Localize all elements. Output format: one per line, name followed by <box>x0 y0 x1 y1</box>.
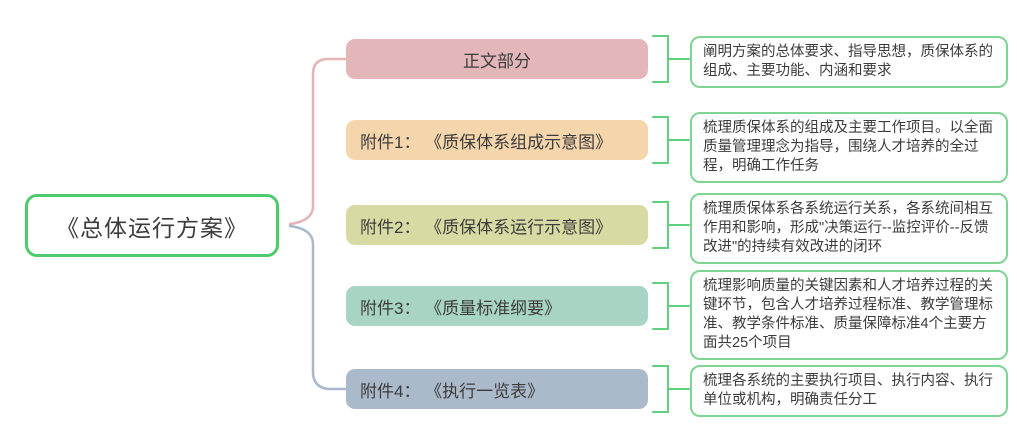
bracket-row-attachment-2 <box>652 201 690 249</box>
description-text: 梳理质保体系各系统运行关系，各系统间相互作用和影响，形成"决策运行--监控评价-… <box>703 201 993 255</box>
branch-node-label: 附件4： 《执行一览表》 <box>360 381 545 401</box>
bracket-row-main-text <box>652 35 690 83</box>
branch-node-main-text[interactable]: 正文部分 <box>346 39 648 79</box>
description-text: 梳理质保体系的组成及主要工作项目。以全面质量管理理念为指导，围绕人才培养的全过程… <box>703 120 993 174</box>
branch-node-label: 附件1： 《质保体系组成示意图》 <box>360 132 613 152</box>
branch-node-attachment-1[interactable]: 附件1： 《质保体系组成示意图》 <box>346 120 648 160</box>
branch-node-attachment-4[interactable]: 附件4： 《执行一览表》 <box>346 369 648 409</box>
description-node-attachment-3[interactable]: 梳理影响质量的关键因素和人才培养过程的关键环节，包含人才培养过程标准、教学管理标… <box>690 270 1008 360</box>
branch-node-attachment-2[interactable]: 附件2： 《质保体系运行示意图》 <box>346 205 648 245</box>
root-node[interactable]: 《总体运行方案》 <box>25 194 279 257</box>
branch-node-label: 附件2： 《质保体系运行示意图》 <box>360 217 613 237</box>
bracket-row-attachment-4 <box>652 365 690 413</box>
description-text: 梳理影响质量的关键因素和人才培养过程的关键环节，包含人才培养过程标准、教学管理标… <box>703 278 993 351</box>
description-text: 梳理各系统的主要执行项目、执行内容、执行单位或机构，明确责任分工 <box>703 373 993 408</box>
description-text: 阐明方案的总体要求、指导思想，质保体系的组成、主要功能、内涵和要求 <box>703 44 993 79</box>
description-node-attachment-1[interactable]: 梳理质保体系的组成及主要工作项目。以全面质量管理理念为指导，围绕人才培养的全过程… <box>690 112 1008 183</box>
branch-node-label: 附件3： 《质量标准纲要》 <box>360 298 562 318</box>
description-node-main-text[interactable]: 阐明方案的总体要求、指导思想，质保体系的组成、主要功能、内涵和要求 <box>690 36 1008 88</box>
root-node-label: 《总体运行方案》 <box>56 214 248 241</box>
brace-upper-connector <box>288 57 348 226</box>
branch-node-label: 正文部分 <box>463 51 531 71</box>
brace-lower-connector <box>288 224 348 391</box>
description-node-attachment-2[interactable]: 梳理质保体系各系统运行关系，各系统间相互作用和影响，形成"决策运行--监控评价-… <box>690 193 1008 264</box>
bracket-row-attachment-3 <box>652 282 690 330</box>
bracket-row-attachment-1 <box>652 116 690 164</box>
description-node-attachment-4[interactable]: 梳理各系统的主要执行项目、执行内容、执行单位或机构，明确责任分工 <box>690 365 1008 417</box>
branch-node-attachment-3[interactable]: 附件3： 《质量标准纲要》 <box>346 286 648 326</box>
